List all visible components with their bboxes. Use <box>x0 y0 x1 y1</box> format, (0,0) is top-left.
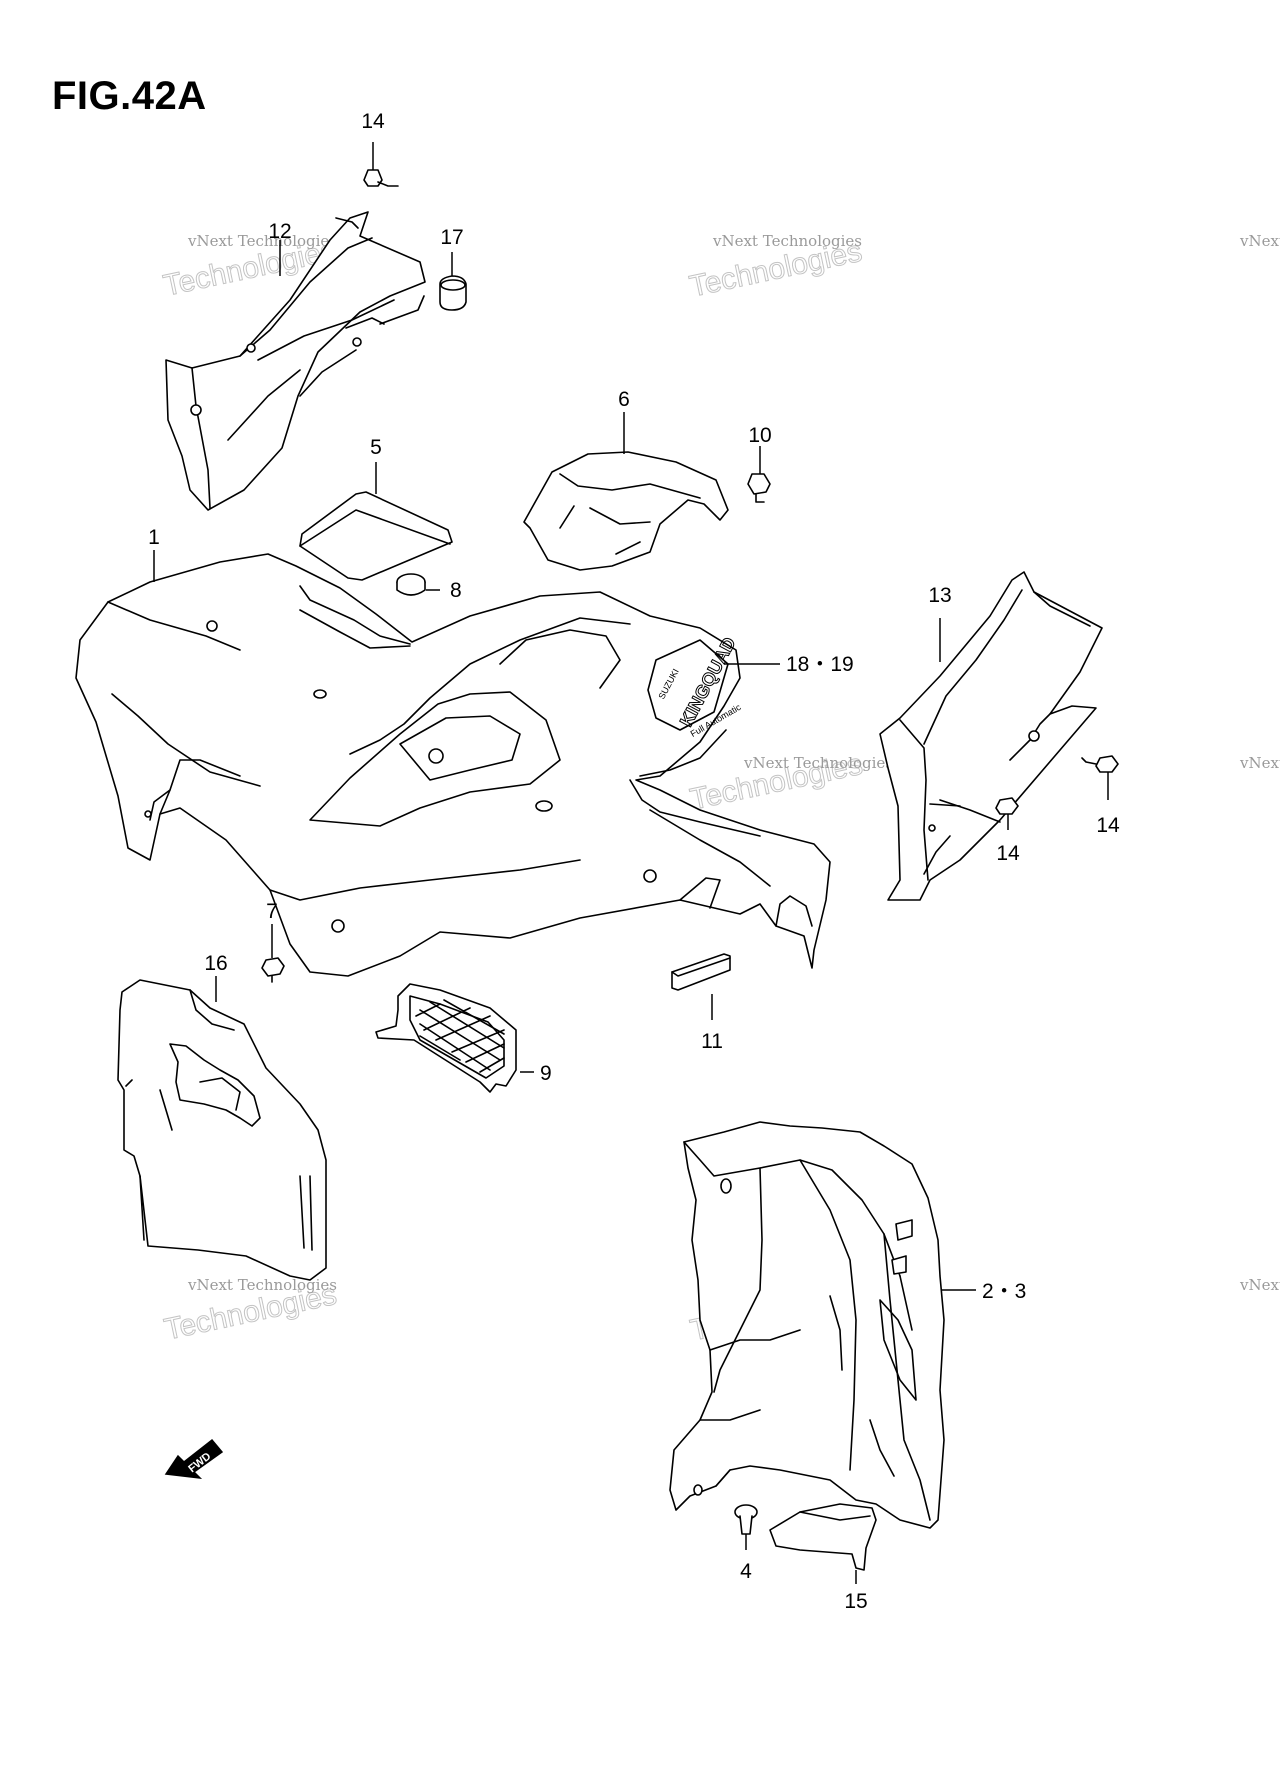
part-16-inner-panel <box>117 979 327 1281</box>
fwd-arrow-icon: FWD <box>164 1438 224 1479</box>
callout-18-19: 18・19 <box>786 653 854 676</box>
callout-7: 7 <box>266 900 278 923</box>
part-7-screw <box>261 957 285 983</box>
part-1-front-fender: KINGQUAD SUZUKI Full Automatic <box>75 553 831 977</box>
part-13-right-guard <box>879 571 1103 901</box>
svg-text:vNext: vNext <box>1239 754 1280 772</box>
part-5-cover <box>299 491 453 581</box>
callout-1: 1 <box>148 526 160 549</box>
callout-14-right-a: 14 <box>1096 814 1120 837</box>
callout-11: 11 <box>701 1030 723 1053</box>
part-17-grommet <box>439 275 467 311</box>
callout-12: 12 <box>268 220 291 243</box>
svg-text:vNext: vNext <box>1239 232 1280 250</box>
leader-lines <box>153 142 1109 1584</box>
watermark-bottom-left: Technologies vNext Technologies <box>161 1276 340 1347</box>
watermark-mid-center: Technologies vNext Technologies <box>687 747 893 817</box>
part-14-bolt-right-a <box>1081 755 1119 773</box>
callout-16: 16 <box>204 952 227 975</box>
watermark-top-center: Technologies vNext Technologies <box>686 232 865 304</box>
callout-15: 15 <box>844 1590 867 1613</box>
figure-title: FIG.42A <box>52 74 207 118</box>
part-12-left-guard <box>165 211 426 511</box>
part-9-grille <box>375 983 517 1093</box>
part-14-bolt-top <box>363 169 399 187</box>
callout-14-top: 14 <box>361 110 385 133</box>
callout-4: 4 <box>740 1560 752 1583</box>
callout-8: 8 <box>450 579 462 602</box>
part-6-upper-panel <box>523 451 729 571</box>
svg-text:vNext Technologies: vNext Technologies <box>187 1276 337 1294</box>
callout-9: 9 <box>540 1062 552 1085</box>
callout-5: 5 <box>370 436 382 459</box>
part-4-clip <box>734 1504 758 1535</box>
watermark-right-edge: vNext vNext vNext <box>1239 232 1280 1294</box>
callout-2-3: 2・3 <box>982 1280 1026 1303</box>
part-8-grommet <box>396 573 426 596</box>
svg-text:vNext Technologies: vNext Technologies <box>187 232 337 250</box>
part-15-guard-strip <box>769 1503 877 1571</box>
callout-14-right-b: 14 <box>996 842 1020 865</box>
part-10-bolt <box>747 473 771 503</box>
part-11-pad <box>671 953 731 991</box>
callout-17: 17 <box>440 226 463 249</box>
svg-text:vNext: vNext <box>1239 1276 1280 1294</box>
part-2-3-inner-fender <box>669 1121 945 1529</box>
callout-6: 6 <box>618 388 630 411</box>
part-14-bolt-right-b <box>995 797 1019 815</box>
svg-text:vNext Technologies: vNext Technologies <box>712 232 862 250</box>
svg-text:vNext Technologies: vNext Technologies <box>743 754 893 772</box>
callout-10: 10 <box>748 424 771 447</box>
callout-labels: 14 12 17 5 6 10 8 1 18・19 13 14 14 7 16 … <box>148 110 1120 1613</box>
callout-13: 13 <box>928 584 951 607</box>
